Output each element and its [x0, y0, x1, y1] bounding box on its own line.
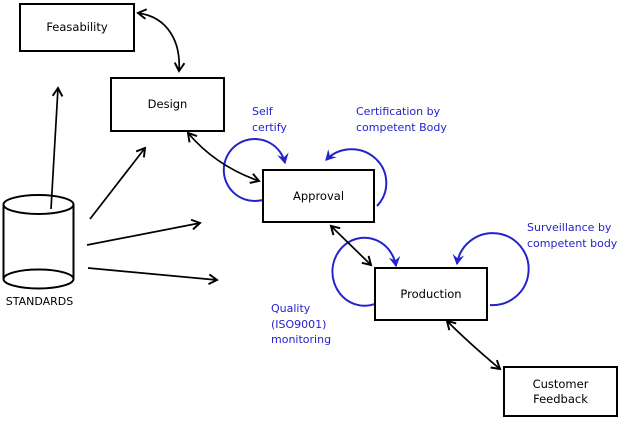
edge-production-feedback: [445, 319, 502, 371]
node-design-label: Design: [147, 97, 188, 111]
node-approval: Approval: [262, 169, 375, 223]
edge-approval-production: [329, 224, 373, 267]
surveillance-loop: [452, 232, 530, 307]
standards-label: STANDARDS: [5, 295, 74, 308]
standards-cylinder: [2, 194, 75, 290]
node-production: Production: [374, 267, 488, 321]
node-customer-feedback: Customer Feedback: [503, 366, 618, 417]
node-feasability: Feasability: [19, 3, 135, 52]
node-design: Design: [110, 77, 225, 132]
edge-standards-production: [87, 267, 219, 285]
edge-standards-approval: [86, 218, 202, 246]
node-approval-label: Approval: [292, 188, 345, 203]
edge-standards-feasability: [50, 86, 64, 210]
node-feasability-label: Feasability: [46, 20, 108, 34]
node-production-label: Production: [400, 286, 462, 301]
annotation-self-certify: Self certify: [252, 105, 287, 134]
edge-standards-design: [89, 146, 147, 220]
edge-design-approval: [186, 131, 261, 184]
certification-loop: [325, 148, 388, 207]
annotation-quality: Quality (ISO9001) monitoring: [271, 302, 332, 346]
annotation-surveillance: Surveillance by competent body: [527, 221, 618, 250]
node-customer-feedback-label: Customer Feedback: [532, 376, 589, 406]
annotation-certification: Certification by competent Body: [356, 105, 447, 134]
edge-feasability-design: [136, 8, 186, 73]
